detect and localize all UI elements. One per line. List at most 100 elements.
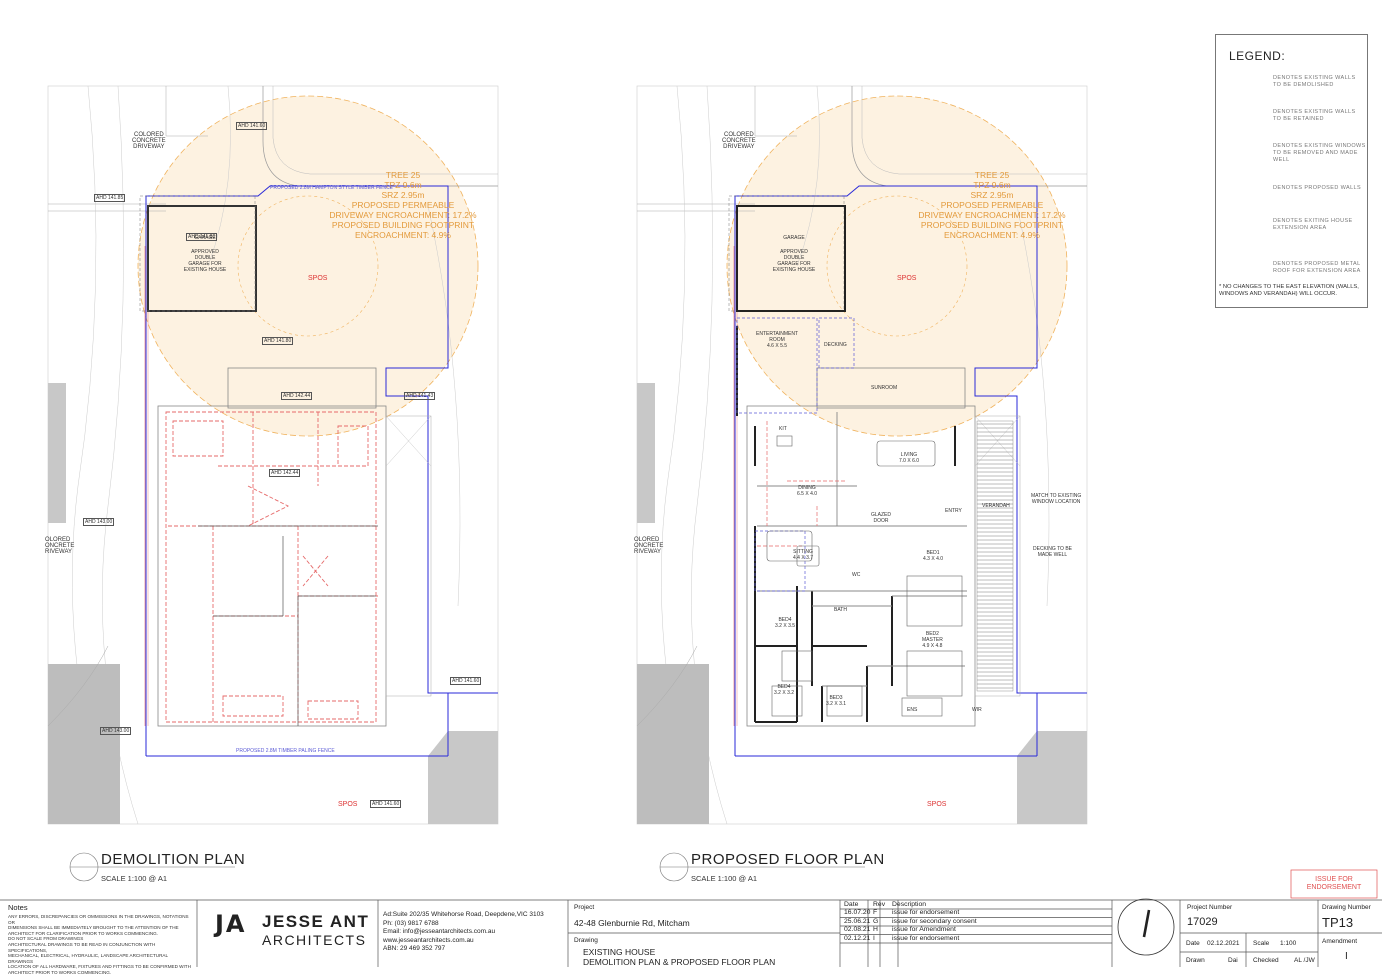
legend-item: DENOTES PROPOSED WALLS: [1273, 185, 1362, 191]
spos-label: SPOS: [338, 801, 358, 808]
plan-scale: SCALE 1:100 @ A1: [691, 874, 757, 883]
proposed-plan-drawing: [636, 85, 1088, 825]
room-ens: ENS: [907, 707, 918, 713]
ahd-level: AHD 141.85: [94, 194, 126, 202]
project-label: Project: [574, 904, 595, 911]
room-kit: KIT: [779, 426, 787, 432]
firm-logo: JA: [215, 910, 247, 938]
spos-label: SPOS: [308, 275, 328, 282]
firm-name: JESSE ANT: [262, 912, 370, 931]
ahd-level: AHD 141.43: [404, 392, 436, 400]
spos-label: SPOS: [927, 801, 947, 808]
ahd-level: AHD 141.80: [262, 337, 294, 345]
title-block-frame: [0, 899, 1382, 967]
date-label: Date: [1186, 940, 1200, 947]
firm-name: ARCHITECTS: [262, 932, 367, 948]
ahd-level: AHD 142.44: [281, 392, 313, 400]
note-line: ANY ERRORS, DISCREPANCIES OR OMMISSIONS …: [8, 914, 189, 925]
firm-contact: Ad:Suite 202/35 Whitehorse Road, Deepden…: [383, 911, 544, 953]
plan-scale: SCALE 1:100 @ A1: [101, 874, 167, 883]
revision-header: Date Rev Description: [844, 901, 926, 908]
ahd-level: AHD 141.60: [450, 677, 482, 685]
plan-title: PROPOSED FLOOR PLAN: [691, 851, 885, 868]
ahd-level: AHD 143.00: [100, 727, 132, 735]
drawing-number-label: Drawing Number: [1322, 904, 1371, 911]
plan-title: DEMOLITION PLAN: [101, 851, 246, 868]
room-verandah: VERANDAH: [982, 503, 1010, 509]
project-name: 42-48 Glenburnie Rd, Mitcham: [574, 918, 690, 928]
note-line: DIMENSIONS SHALL BE IMMEDIATELY BROUGHT …: [8, 925, 179, 931]
ahd-level: AHD 143.00: [83, 518, 115, 526]
fence-label: PROPOSED 2.8M HAMPTON STYLE TIMBER FENCE: [270, 185, 393, 191]
project-number-label: Project Number: [1187, 904, 1233, 911]
fence-label: PROPOSED 2.8M TIMBER PALING FENCE: [236, 748, 335, 754]
note-line: ARCHITECT FOR CLARIFICATION PRIOR TO WOR…: [8, 930, 158, 936]
project-number: 17029: [1187, 916, 1218, 928]
checked-label: Checked: [1253, 957, 1279, 964]
room-decking: DECKING: [824, 342, 847, 348]
ahd-level: AHD 142.44: [269, 469, 301, 477]
amendment-value: I: [1345, 951, 1348, 962]
ahd-level: AHD 141.60: [370, 800, 402, 808]
room-sunroom: SUNROOM: [871, 385, 898, 391]
checked-value: AL /JW: [1294, 957, 1315, 964]
scale-label: Scale: [1253, 940, 1270, 947]
spos-label: SPOS: [897, 275, 917, 282]
ahd-level: AHD 141.60: [236, 122, 268, 130]
north-arrow-icon: [1117, 898, 1175, 956]
notes-heading: Notes: [8, 903, 28, 912]
scale-value: 1:100: [1280, 940, 1297, 947]
legend-title: LEGEND:: [1229, 49, 1286, 63]
amendment-label: Amendment: [1322, 938, 1358, 945]
drawn-label: Drawn: [1186, 957, 1205, 964]
date-value: 02.12.2021: [1207, 940, 1240, 947]
notes-block: Notes ANY ERRORS, DISCREPANCIES OR OMMIS…: [8, 903, 194, 976]
drawn-value: Dai: [1228, 957, 1238, 964]
note-line: DO NOT SCALE FROM DRAWINGS: [8, 936, 84, 942]
room-wc: WC: [852, 572, 861, 578]
room-bath: BATH: [834, 607, 847, 613]
room-entry: ENTRY: [945, 508, 962, 514]
note-line: MECHANICAL, ELECTRICAL, HYDRAULIC, LANDS…: [8, 953, 168, 964]
ahd-level: AHD 141.80: [186, 233, 218, 241]
note-line: ARCHITECT PRIOR TO WORKS COMMENCING.: [8, 969, 112, 975]
drawing-number: TP13: [1322, 915, 1354, 930]
drawing-title: EXISTING HOUSE DEMOLITION PLAN & PROPOSE…: [583, 947, 776, 967]
legend-note: * NO CHANGES TO THE EAST ELEVATION (WALL…: [1219, 284, 1359, 297]
drawing-label: Drawing: [574, 937, 598, 944]
room-wir: WIR: [972, 707, 982, 713]
